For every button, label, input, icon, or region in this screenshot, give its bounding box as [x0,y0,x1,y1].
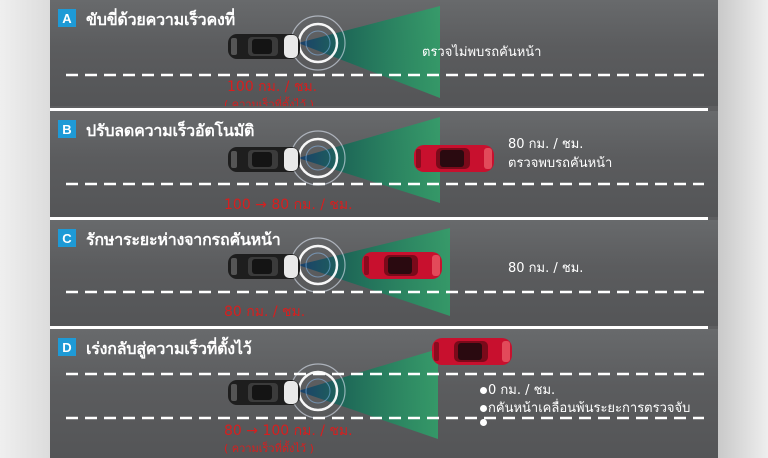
radar-beam [298,117,440,203]
page-background-right [718,0,768,458]
panel-b-badge: B [58,120,76,138]
panel-d-badge: D [58,338,76,356]
lead-car-icon [432,338,512,365]
panel-separator [50,326,708,329]
panel-d: D เร่งกลับสู่ความเร็วที่ตั้งไว้ 80 → 100… [50,329,718,458]
panel-b-status-1: 80 กม. / ชม. [508,137,584,152]
panel-b: B ปรับลดความเร็วอัตโนมัติ 100 → 80 กม. /… [50,111,718,217]
panel-c: C รักษาระยะห่างจากรถคันหน้า 80 กม. / ชม.… [50,220,718,326]
panel-c-scene [66,228,704,316]
panel-b-speed: 100 → 80 กม. / ชม. [224,197,353,213]
bullet-icon [480,387,487,394]
panel-separator [50,108,708,111]
panel-d-status-1: 0 กม. / ชม. [480,379,555,400]
lead-car-icon [362,252,442,279]
own-car-icon [228,380,300,405]
panel-d-status-2: กคันหน้าเคลื่อนพ้นระยะการตรวจจับ [480,397,690,418]
panel-c-status-1: 80 กม. / ชม. [508,261,584,276]
panel-a-speed: 100 กม. / ชม. [227,79,318,95]
panel-a: A ขับขี่ด้วยความเร็วคงที่ 100 กม. / ชม. … [50,0,718,106]
panel-b-status-2: ตรวจพบรถคันหน้า [508,156,613,171]
panel-a-speed-note: ( ความเร็วที่ตั้งไว้ ) [224,98,314,106]
page-background-left [0,0,50,458]
panel-d-speed-note: ( ความเร็วที่ตั้งไว้ ) [224,442,314,455]
panel-d-speed: 80 → 100 กม. / ชม. [224,423,353,439]
own-car-icon [228,34,300,59]
own-car-icon [228,147,300,172]
panel-a-scene [66,6,704,98]
bullet-icon [480,419,487,426]
panel-a-status-1: ตรวจไม่พบรถคันหน้า [422,45,542,60]
panel-c-title: รักษาระยะห่างจากรถคันหน้า [86,230,281,249]
lead-car-icon [414,145,494,172]
radar-beam [298,349,438,439]
own-car-icon [228,254,300,279]
panel-a-title: ขับขี่ด้วยความเร็วคงที่ [86,10,235,29]
panel-b-title: ปรับลดความเร็วอัตโนมัติ [86,121,255,140]
bullet-icon [480,405,487,412]
panel-c-badge: C [58,229,76,247]
acc-diagram: A ขับขี่ด้วยความเร็วคงที่ 100 กม. / ชม. … [50,0,718,458]
panel-d-status-3 [480,415,488,430]
panel-d-scene [66,338,704,439]
panel-d-status-1-text: 0 กม. / ชม. [488,383,556,398]
panel-d-title: เร่งกลับสู่ความเร็วที่ตั้งไว้ [86,339,252,358]
panel-a-badge: A [58,9,76,27]
panel-b-scene [66,117,704,203]
panel-d-status-2-text: กคันหน้าเคลื่อนพ้นระยะการตรวจจับ [488,401,691,416]
radar-beam [298,6,440,98]
panel-c-speed: 80 กม. / ชม. [224,304,306,320]
panel-separator [50,217,708,220]
